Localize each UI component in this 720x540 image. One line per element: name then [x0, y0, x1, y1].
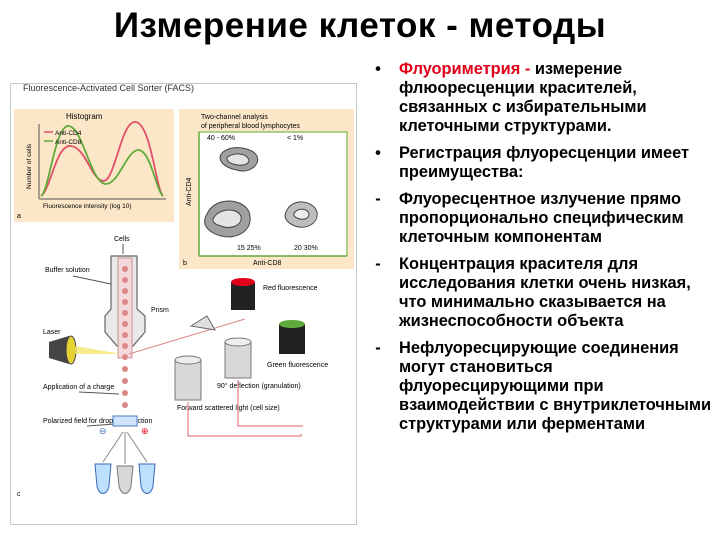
minus-sign: ⊖: [99, 426, 107, 436]
laser-lens: [65, 335, 77, 365]
scatter-path: [128, 318, 246, 355]
droplet-paths: [102, 431, 148, 464]
cell: [122, 310, 128, 316]
panel-label-c: c: [17, 491, 21, 498]
droplet: [122, 402, 128, 408]
histogram-title: Histogram: [66, 112, 103, 121]
cluster-cd8-core: [293, 208, 310, 220]
buffer-pointer: [72, 275, 112, 285]
bullet-item: • Флуориметрия - измерение флюоресценции…: [368, 60, 718, 136]
histogram-xlabel: Fluorescence intensity (log 10): [43, 203, 132, 210]
histogram-background: [14, 109, 174, 222]
label-cells: Cells: [114, 236, 130, 243]
label-buffer: Buffer solution: [45, 267, 90, 274]
panel-label-a: a: [17, 213, 21, 220]
bullet-item: - Концентрация красителя для исследовани…: [368, 255, 718, 331]
forward-scatter-detector-top: [174, 355, 202, 365]
legend-cd8: Anti-CD8: [55, 139, 82, 146]
cluster-cd4-core: [226, 153, 250, 166]
apparatus-panel: Cells Buffer solution Laser Application: [17, 236, 328, 498]
red-detector: [231, 282, 255, 310]
two-channel-title-2: of peripheral blood lymphocytes: [201, 123, 300, 130]
two-channel-panel: Two-channel analysis of peripheral blood…: [179, 109, 354, 269]
collection-tube-right: [138, 463, 156, 494]
green-detector: [279, 324, 305, 354]
polarized-pointer: [86, 423, 116, 427]
label-red: Red fluorescence: [263, 285, 318, 292]
label-prism: Prism: [151, 307, 169, 314]
bullet-text: Нефлуоресцирующие соединения могут стано…: [399, 339, 712, 433]
bullet-item: - Нефлуоресцирующие соединения могут ста…: [368, 339, 718, 434]
bullet-item: - Флуоресцентное излучение прямо пропорц…: [368, 190, 718, 247]
cell: [122, 288, 128, 294]
two-channel-title-1: Two-channel analysis: [201, 114, 268, 121]
bullet-marker: -: [375, 190, 381, 208]
cd8-curve: [40, 125, 164, 197]
plus-sign: ⊕: [141, 426, 149, 436]
facs-diagram: Histogram Anti-CD4 Anti-CD8 Number of ce…: [14, 109, 354, 498]
plot-area: [198, 131, 348, 257]
collection-tube-left: [94, 463, 112, 494]
charge-pointer: [78, 391, 120, 395]
histogram-panel: Histogram Anti-CD4 Anti-CD8 Number of ce…: [14, 109, 174, 222]
bullet-text: Регистрация флуоресценции имеет преимуще…: [399, 144, 690, 181]
facs-figure: Fluorescence-Activated Cell Sorter (FACS…: [10, 83, 357, 525]
slide-title: Измерение клеток - методы: [113, 6, 607, 45]
laser-beam: [75, 346, 121, 354]
cell: [122, 321, 128, 327]
cell: [122, 299, 128, 305]
label-forward: Forward scattered light (cell size): [177, 405, 280, 412]
label-polarized: Polarized field for droplet deflection: [43, 418, 152, 425]
bullet-list: • Флуориметрия - измерение флюоресценции…: [368, 60, 718, 442]
quadrant-top-right: < 1%: [287, 135, 303, 142]
bullet-text: Флуоресцентное излучение прямо пропорцио…: [399, 190, 684, 246]
cd4-curve: [40, 121, 164, 197]
signal-cable-1: [187, 402, 302, 437]
deflection-plates: [112, 415, 138, 427]
label-laser: Laser: [43, 329, 61, 336]
quadrant-top-left: 40 - 60%: [207, 135, 235, 142]
bullet-marker: -: [375, 255, 381, 273]
forward-scatter-detector: [174, 359, 202, 401]
prism: [189, 315, 216, 331]
cell: [122, 277, 128, 283]
bullet-marker: •: [375, 144, 381, 162]
bullet-marker: -: [375, 339, 381, 357]
bullet-heading: Флуориметрия -: [399, 60, 535, 78]
signal-cable-2: [237, 380, 303, 427]
label-green: Green fluorescence: [267, 362, 328, 369]
legend-cd4: Anti-CD4: [55, 130, 82, 137]
quadrant-bottom-right: 20 30%: [294, 245, 318, 252]
droplet: [122, 366, 128, 372]
bullet-text: измерение флюоресценции красителей, связ…: [399, 60, 647, 135]
quadrant-bottom-left: 15 25%: [237, 245, 261, 252]
green-detector-top: [279, 320, 305, 328]
cell: [122, 266, 128, 272]
label-charge: Application of a charge: [43, 384, 114, 391]
histogram-ylabel: Number of cells: [26, 143, 33, 189]
side-scatter-detector-top: [224, 337, 252, 347]
panel-label-b: b: [183, 260, 187, 267]
droplet: [122, 390, 128, 396]
cell: [122, 343, 128, 349]
collection-tube-center: [116, 465, 134, 494]
bullet-item: • Регистрация флуоресценции имеет преиму…: [368, 144, 718, 182]
cluster-double-negative-core: [212, 209, 242, 229]
label-deflection: 90° deflection (granulation): [217, 382, 301, 390]
figure-header: Fluorescence-Activated Cell Sorter (FACS…: [23, 83, 195, 93]
cell: [122, 332, 128, 338]
two-channel-xlabel: Anti-CD8: [253, 260, 282, 267]
two-channel-ylabel: Anti-CD4: [186, 177, 193, 206]
laser-body: [49, 336, 69, 364]
droplet: [122, 378, 128, 384]
bullet-text: Концентрация красителя для исследования …: [399, 255, 691, 330]
side-scatter-detector: [224, 341, 252, 379]
cell: [122, 354, 128, 360]
red-detector-top: [231, 278, 255, 286]
bullet-marker: •: [375, 60, 381, 78]
